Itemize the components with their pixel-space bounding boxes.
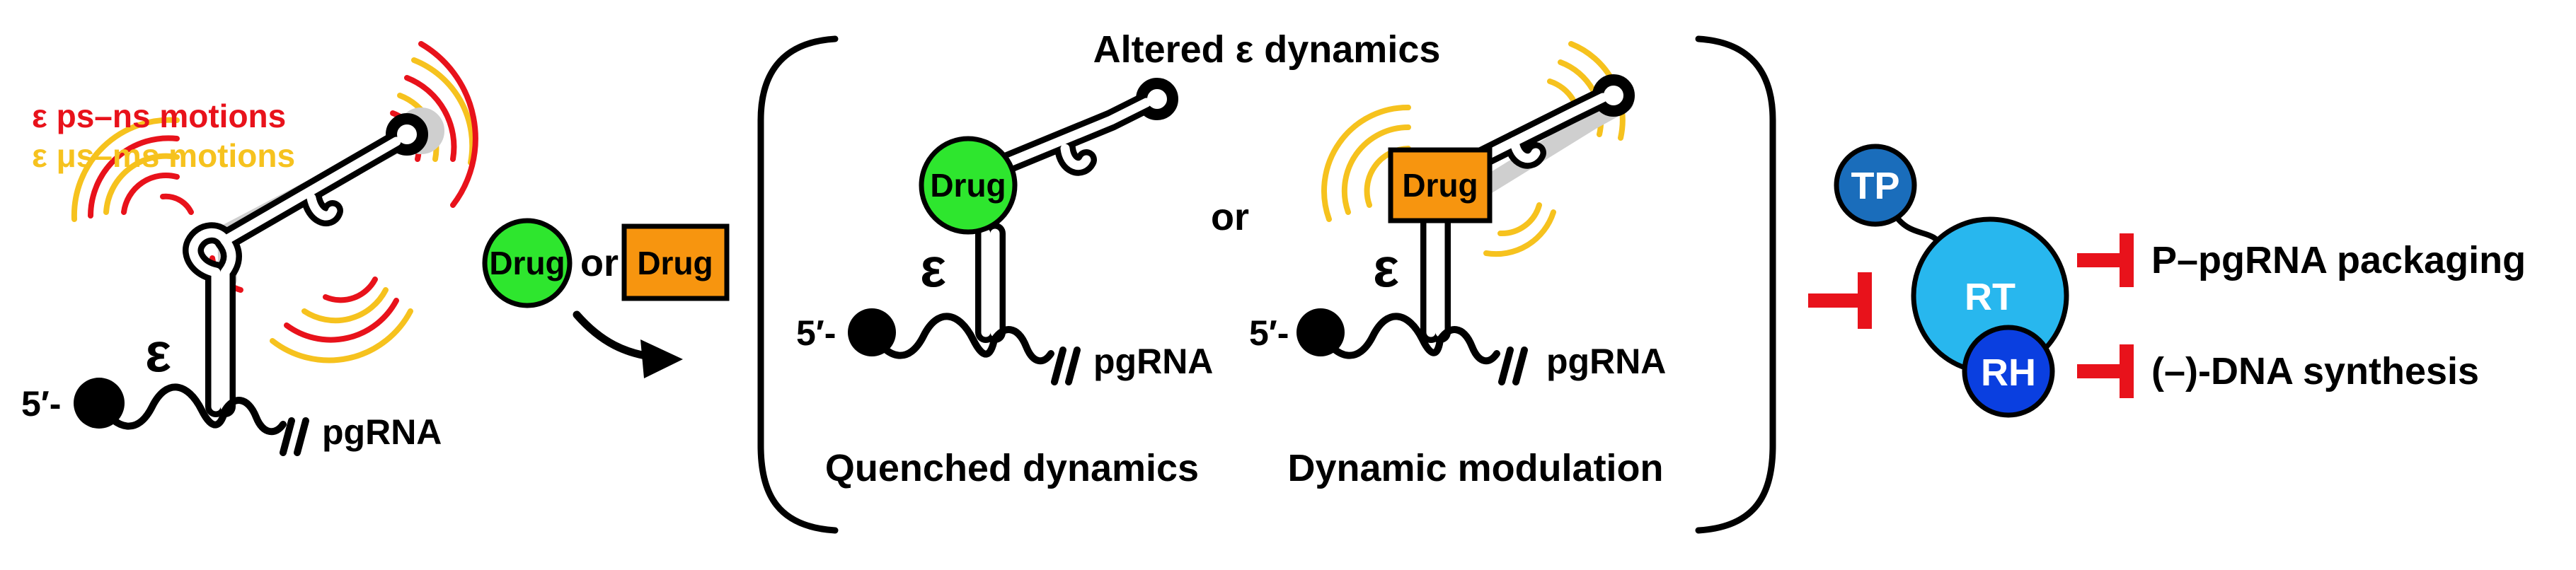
panel-altered-dynamics: Altered ε dynamics or Drug ε 5′- pgRNA Q… <box>757 28 1776 534</box>
motion-arc <box>418 41 478 208</box>
inhibit-symbol-synthesis <box>2077 344 2134 398</box>
motion-arc <box>71 117 180 222</box>
left-bracket <box>757 35 839 534</box>
five-prime-label-quenched: 5′- <box>796 313 836 353</box>
rh-label: RH <box>1981 351 2036 394</box>
drug-bound-square <box>1388 147 1493 223</box>
drug-square-shape <box>621 223 730 301</box>
pgrna-label-modulation: pgRNA <box>1546 342 1666 381</box>
motion-label-us-ms: ε μs–ms motions <box>32 137 295 174</box>
motion-arc <box>121 173 180 215</box>
motion-arc <box>103 153 180 215</box>
epsilon-label-quenched: ε <box>920 236 946 298</box>
pgrna-strand-left <box>74 378 309 456</box>
arrow-head <box>640 339 683 378</box>
drug-bound-round-label: Drug <box>930 167 1006 204</box>
inhibit-symbol-packaging <box>2077 233 2134 287</box>
quenched-construct: Drug ε 5′- pgRNA Quenched dynamics <box>796 78 1213 489</box>
drug-or-label: or <box>580 242 619 284</box>
five-prime-label-modulation: 5′- <box>1249 313 1289 353</box>
rt-label: RT <box>1965 276 2016 318</box>
motion-arc <box>1321 104 1411 222</box>
drug-square-label: Drug <box>637 245 713 281</box>
motion-arc <box>323 277 378 303</box>
middle-or-label: or <box>1211 196 1249 238</box>
caption-modulation: Dynamic modulation <box>1287 447 1663 489</box>
drug-round-label: Drug <box>489 245 565 281</box>
pgrna-label-left: pgRNA <box>322 412 442 452</box>
motion-arc <box>1497 202 1542 237</box>
motion-arc <box>270 308 413 363</box>
caption-quenched: Quenched dynamics <box>825 447 1199 489</box>
motion-arc <box>284 298 399 343</box>
tp-label: TP <box>1851 165 1899 207</box>
modulation-construct: Drug ε 5′- pgRNA Dynamic modulation <box>1249 41 1666 489</box>
motion-arc <box>301 287 389 324</box>
pgrna-label-quenched: pgRNA <box>1093 342 1213 381</box>
right-bracket <box>1695 35 1776 534</box>
motion-arc <box>88 135 180 219</box>
motion-arc <box>1341 124 1411 215</box>
motion-label-ps-ns: ε ps–ns motions <box>32 98 286 134</box>
epsilon-hairpin-left <box>183 107 444 417</box>
motion-arc <box>1483 209 1556 257</box>
motion-arc <box>404 75 457 162</box>
epsilon-label-modulation: ε <box>1373 236 1399 298</box>
outcome-dna-synthesis: (–)-DNA synthesis <box>2151 350 2479 392</box>
inhibit-symbol-main <box>1808 272 1872 329</box>
motion-arc <box>411 57 476 165</box>
outcome-packaging: P–pgRNA packaging <box>2151 239 2526 281</box>
tp-domain <box>1834 144 1917 227</box>
five-prime-label-left: 5′- <box>21 384 61 424</box>
epsilon-label-left: ε <box>145 321 171 383</box>
panel-title: Altered ε dynamics <box>1093 28 1441 71</box>
drug-bound-round <box>919 136 1018 235</box>
drug-round-shape <box>482 218 573 308</box>
panel-free-epsilon: ε ps–ns motions ε μs–ms motions ε 5′- pg… <box>21 41 478 456</box>
drug-options: Drug or Drug <box>482 218 730 378</box>
drug-bound-square-label: Drug <box>1402 167 1478 204</box>
panel-polymerase: TP RT RH P–pgRNA packaging (–)-DNA synth… <box>1808 144 2526 418</box>
rh-domain <box>1962 325 2055 418</box>
motion-arc <box>160 193 194 215</box>
